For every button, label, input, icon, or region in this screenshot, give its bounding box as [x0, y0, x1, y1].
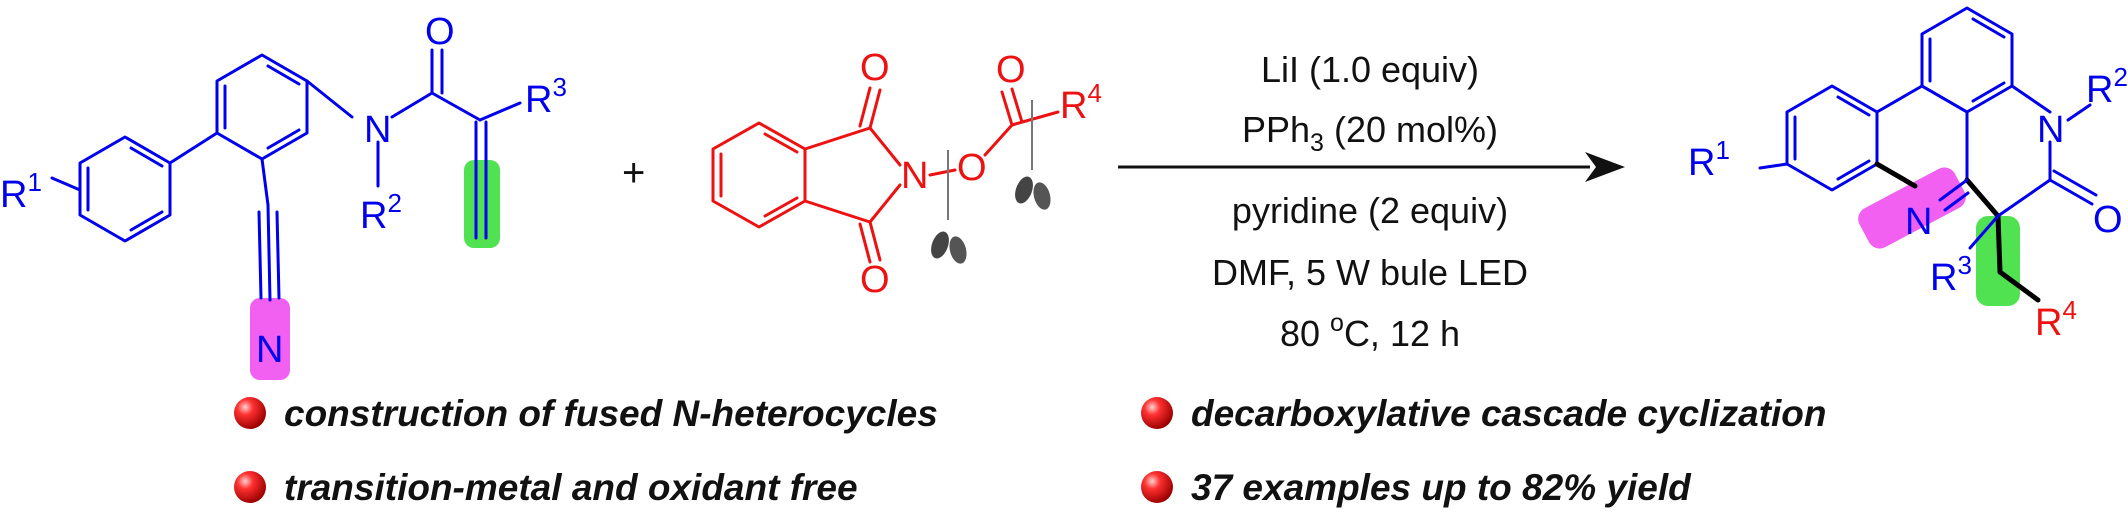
product-r2-label: R2	[2086, 62, 2128, 111]
scissors-icon-2	[1015, 100, 1051, 210]
reactant-1-structure: R1 O N R2 R3 N	[0, 11, 567, 380]
bullet-list: construction of fused N-heterocycles dec…	[234, 393, 1827, 508]
reaction-arrow	[1118, 152, 1625, 182]
ester-o-carbonyl-label: O	[996, 49, 1026, 91]
product-o-label: O	[2093, 199, 2123, 241]
alkene-highlight	[464, 160, 500, 248]
product-r3-label: R3	[1930, 250, 1972, 299]
bullet-text: transition-metal and oxidant free	[284, 467, 858, 508]
product-structure: R1 N R2 O N R3 R4	[1688, 6, 2128, 344]
condition-line-2: PPh3 (20 mol%)	[1242, 109, 1498, 157]
bullet-item: transition-metal and oxidant free	[234, 467, 858, 508]
bullet-item: 37 examples up to 82% yield	[1141, 467, 1692, 508]
r3-label: R3	[525, 72, 567, 121]
product-ring-n-label: N	[1905, 201, 1932, 243]
condition-line-4: DMF, 5 W bule LED	[1212, 252, 1528, 293]
bullet-ball-icon	[234, 397, 266, 429]
bullet-text: 37 examples up to 82% yield	[1191, 467, 1692, 508]
product-r1-label: R1	[1688, 135, 1730, 184]
scissors-icon-1	[931, 150, 967, 264]
condition-line-5: 80 oC, 12 h	[1280, 309, 1460, 354]
imide-n-label: N	[901, 155, 928, 197]
carbonyl-o-label: O	[425, 11, 455, 53]
r1-label: R1	[0, 167, 42, 216]
reaction-conditions: LiI (1.0 equiv) PPh3 (20 mol%) pyridine …	[1212, 49, 1528, 354]
bullet-ball-icon	[1141, 397, 1173, 429]
product-r4-label: R4	[2035, 295, 2077, 344]
imide-o-bottom-label: O	[860, 259, 890, 301]
amide-n-label: N	[364, 109, 391, 151]
nitrile-highlight	[250, 298, 290, 380]
r4-label: R4	[1060, 78, 1102, 127]
bullet-item: construction of fused N-heterocycles	[234, 393, 938, 434]
bullet-ball-icon	[1141, 471, 1173, 503]
bullet-text: construction of fused N-heterocycles	[284, 393, 938, 434]
cn-bond-highlight	[1858, 167, 1966, 249]
plus-sign: +	[622, 151, 645, 195]
ester-o-link-label: O	[957, 147, 987, 189]
condition-line-1: LiI (1.0 equiv)	[1261, 49, 1479, 90]
product-amide-n-label: N	[2037, 109, 2064, 151]
imide-o-top-label: O	[860, 47, 890, 89]
bullet-ball-icon	[234, 471, 266, 503]
bullet-text: decarboxylative cascade cyclization	[1191, 393, 1827, 434]
bullet-item: decarboxylative cascade cyclization	[1141, 393, 1827, 434]
condition-line-3: pyridine (2 equiv)	[1232, 190, 1508, 231]
reactant-2-structure: O O N O O R4	[711, 47, 1102, 301]
nitrile-n-label: N	[256, 329, 283, 371]
r2-label: R2	[360, 188, 402, 237]
